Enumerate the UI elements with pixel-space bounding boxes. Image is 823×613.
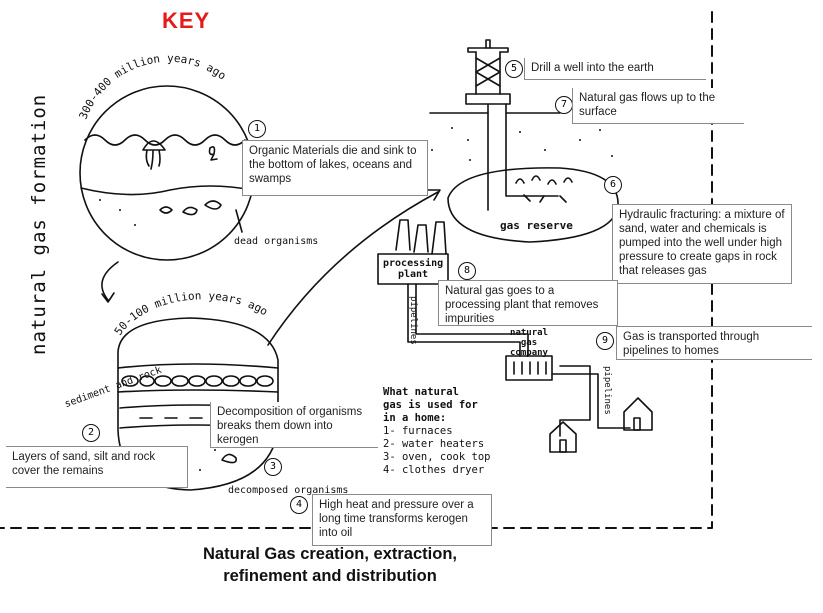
- era-bottom-label: 50-100 million years ago: [112, 289, 270, 338]
- house-icon-2: [549, 421, 577, 453]
- rock-layer: [121, 375, 274, 387]
- arrow-to-sediment: [101, 261, 119, 301]
- fish-icon: [208, 146, 218, 161]
- step-9-note: Gas is transported through pipelines to …: [616, 326, 812, 360]
- uses-item: 1- furnaces: [383, 425, 453, 437]
- uses-heading-2: gas is used for: [383, 399, 478, 411]
- step-number-9: 9: [596, 332, 614, 350]
- processing-plant-label: processing plant: [383, 258, 444, 280]
- step-5-note: Drill a well into the earth: [524, 58, 706, 80]
- house-icon-1: [623, 397, 653, 431]
- step-number-5: 5: [505, 60, 523, 78]
- step-7-note: Natural gas flows up to the surface: [572, 88, 744, 124]
- uses-heading-1: What natural: [383, 386, 459, 398]
- pipelines-left-label: pipelines: [408, 296, 418, 345]
- well-pipe: [487, 103, 559, 211]
- pipeline-homes: [551, 365, 631, 437]
- step-6-note: Hydraulic fracturing: a mixture of sand,…: [612, 204, 792, 284]
- dead-organisms-label: dead organisms: [234, 236, 319, 247]
- step-2-note: Layers of sand, silt and rock cover the …: [6, 446, 188, 488]
- gas-company-label: natural gas company: [510, 328, 548, 358]
- step-3-note: Decomposition of organisms breaks them d…: [210, 402, 378, 448]
- dead-organism-2: [182, 206, 198, 216]
- vertical-title: natural gas formation: [28, 93, 50, 355]
- step-number-2: 2: [82, 424, 100, 442]
- decomposed-organisms-label: decomposed organisms: [228, 485, 349, 496]
- arrow-to-reserve: [267, 191, 439, 346]
- step-number-8: 8: [458, 262, 476, 280]
- uses-item: 2- water heaters: [383, 438, 485, 450]
- jellyfish-icon: [142, 140, 166, 170]
- pipelines-right-label: pipelines: [602, 366, 612, 415]
- step-number-6: 6: [604, 176, 622, 194]
- step-1-note: Organic Materials die and sink to the bo…: [242, 140, 428, 196]
- home-uses-list: What natural gas is used for in a home: …: [383, 386, 490, 477]
- caption-line-1: Natural Gas creation, extraction,: [202, 545, 457, 563]
- drill-derrick-icon: [465, 39, 511, 105]
- gas-company-icon: [505, 355, 553, 381]
- uses-heading-3: in a home:: [383, 412, 447, 424]
- dead-organism-1: [159, 206, 173, 214]
- uses-item: 3- oven, cook top: [383, 451, 491, 463]
- gas-reserve-label: gas reserve: [500, 219, 573, 232]
- uses-item: 4- clothes dryer: [383, 464, 485, 476]
- kerogen-blob: [221, 453, 238, 464]
- key-label: KEY: [162, 8, 211, 33]
- step-4-note: High heat and pressure over a long time …: [312, 494, 492, 546]
- step-number-7: 7: [555, 96, 573, 114]
- processing-plant-icon: [377, 219, 449, 285]
- pipeline-plant: [407, 283, 529, 357]
- wave-line: [84, 134, 246, 146]
- ancient-sea-circle: [79, 85, 255, 261]
- step-8-note: Natural gas goes to a processing plant t…: [438, 280, 618, 326]
- dashed-frame: [0, 11, 713, 529]
- svg-text:50-100 million years ago: 50-100 million years ago: [112, 289, 270, 338]
- step-number-3: 3: [264, 458, 282, 476]
- caption-line-2: refinement and distribution: [223, 567, 437, 585]
- seabed-line: [80, 185, 253, 196]
- step-number-4: 4: [290, 496, 308, 514]
- dead-organism-3: [204, 200, 222, 210]
- step-number-1: 1: [248, 120, 266, 138]
